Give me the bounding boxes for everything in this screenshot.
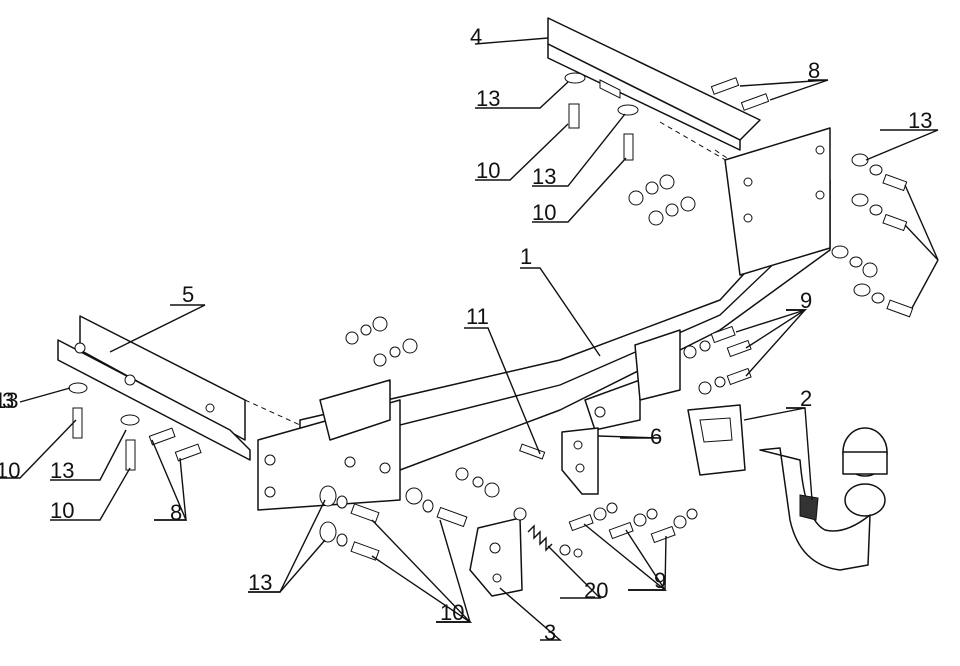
part-2-tow-ball — [687, 404, 888, 571]
callout-1: 1 — [520, 244, 532, 269]
part-1-crossbar — [257, 127, 831, 511]
callout-10-bottom: 10 — [440, 600, 464, 625]
callout-8-top: 8 — [808, 58, 820, 83]
callout-3-bottom: 3 — [544, 620, 556, 645]
callout-13-left: 13 — [0, 388, 18, 413]
callout-10-top: 10 — [476, 158, 500, 183]
part-20-spring — [527, 524, 583, 558]
callout-4: 4 — [470, 24, 482, 49]
callout-9-bottom: 9 — [654, 568, 666, 593]
callout-2: 2 — [800, 386, 812, 411]
callout-labels: 4 13 10 13 10 8 13 1 5 13 3 10 13 10 8 1… — [0, 24, 932, 645]
part-4-upper-bracket — [547, 17, 761, 181]
callout-13-top: 13 — [476, 86, 500, 111]
part-3-plate — [469, 517, 523, 597]
callout-13-bottom: 13 — [248, 570, 272, 595]
callout-13-right: 13 — [908, 108, 932, 133]
callout-13-left-mid: 13 — [50, 458, 74, 483]
leader-lines — [0, 37, 939, 641]
callout-8-left: 8 — [170, 500, 182, 525]
callout-3-left: 3 — [2, 388, 14, 413]
callout-11: 11 — [466, 304, 489, 329]
callout-6: 6 — [650, 424, 662, 449]
part-6-socket-bracket — [561, 427, 599, 495]
callout-10-left: 10 — [0, 458, 20, 483]
callout-5: 5 — [182, 282, 194, 307]
callout-13-top-mid: 13 — [532, 164, 556, 189]
fasteners — [68, 72, 914, 561]
callout-10-left-mid: 10 — [50, 498, 74, 523]
callout-10-top-mid: 10 — [532, 200, 556, 225]
callout-9-right: 9 — [800, 288, 812, 313]
callout-20: 20 — [584, 578, 608, 603]
